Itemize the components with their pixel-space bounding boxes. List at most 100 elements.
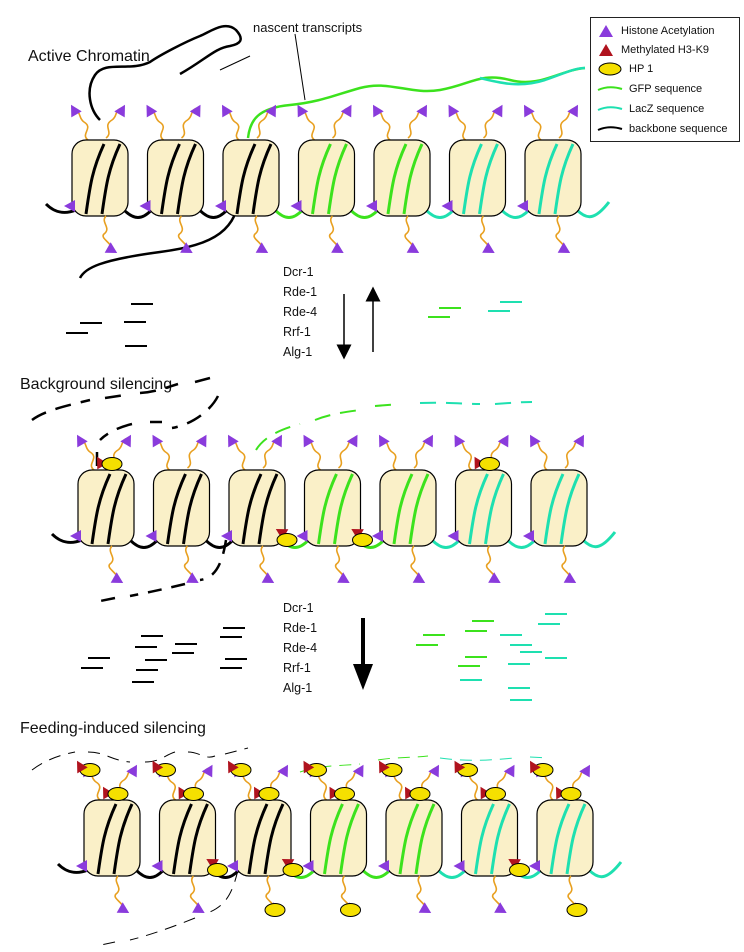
factor-item: Dcr-1 bbox=[283, 265, 314, 279]
dna-wrap bbox=[188, 803, 209, 875]
hp1-protein bbox=[276, 533, 298, 547]
acetyl-mark bbox=[189, 104, 201, 118]
acetyl-mark bbox=[110, 572, 124, 583]
histone-tail bbox=[479, 215, 491, 249]
acetyl-mark bbox=[416, 104, 427, 118]
histone-tail bbox=[259, 545, 270, 579]
acetyl-mark bbox=[303, 434, 315, 448]
legend-label: backbone sequence bbox=[629, 123, 728, 135]
sirna-dashes-2 bbox=[81, 613, 567, 701]
hp1-protein bbox=[183, 787, 204, 801]
acetyl-mark bbox=[366, 200, 377, 212]
legend-item-gfp: GFP sequence bbox=[597, 80, 702, 98]
acetyl-mark bbox=[428, 764, 439, 778]
factor-item: Alg-1 bbox=[283, 345, 313, 359]
histone-tail bbox=[555, 215, 566, 249]
histone-tail bbox=[108, 545, 119, 579]
dna-wrap bbox=[172, 803, 193, 875]
acetyl-mark bbox=[265, 104, 276, 118]
dna-linker bbox=[361, 868, 392, 879]
histone-tail bbox=[340, 875, 352, 909]
dna-wrap bbox=[112, 803, 134, 875]
section-title-background: Background silencing bbox=[20, 376, 173, 393]
acetyl-mark bbox=[503, 764, 515, 778]
acetyl-mark bbox=[448, 104, 460, 118]
acetyl-mark bbox=[290, 200, 302, 212]
acetyl-mark bbox=[139, 200, 151, 212]
dna-wrap bbox=[537, 143, 559, 215]
hp1-protein bbox=[409, 787, 431, 801]
histone-tail bbox=[265, 875, 276, 909]
acetyl-mark bbox=[529, 860, 540, 872]
methyl-mark bbox=[152, 760, 164, 774]
histone-tail bbox=[567, 875, 578, 909]
legend-item-histone-acetylation: Histone Acetylation bbox=[597, 22, 715, 40]
acetyl-mark bbox=[222, 104, 233, 118]
dna-wrap bbox=[327, 143, 348, 215]
factor-item: Rde-4 bbox=[283, 641, 318, 655]
black-line-icon bbox=[597, 126, 623, 131]
dna-linker bbox=[506, 538, 537, 549]
acetyl-mark bbox=[523, 530, 534, 542]
dna-wrap bbox=[398, 803, 420, 875]
acetyl-mark bbox=[296, 530, 308, 542]
chromatin-array bbox=[44, 104, 611, 253]
dna-wrap bbox=[247, 803, 269, 875]
dna-linker bbox=[349, 208, 380, 219]
acetyl-mark bbox=[297, 104, 309, 118]
acetyl-mark bbox=[151, 860, 163, 872]
dna-wrap bbox=[84, 143, 106, 215]
acetyl-mark bbox=[378, 860, 389, 872]
acetyl-mark bbox=[152, 434, 164, 448]
factor-item: Rde-1 bbox=[283, 621, 318, 635]
nascent-transcript-black-dashed-lower bbox=[95, 539, 228, 604]
acetyl-mark bbox=[302, 860, 314, 872]
acetyl-mark bbox=[77, 434, 88, 448]
histone-tail bbox=[102, 215, 113, 249]
legend-item-lacz: LacZ sequence bbox=[597, 100, 704, 118]
nascent-transcript-black-dashed bbox=[31, 376, 220, 466]
nascent-transcript-black-lower bbox=[78, 189, 242, 279]
nascent-transcript-black bbox=[88, 24, 242, 121]
nascent-transcript-gfp-dashed bbox=[255, 403, 401, 451]
dna-linker bbox=[587, 861, 623, 879]
dna-wrap bbox=[462, 143, 483, 215]
acetyl-mark bbox=[567, 104, 578, 118]
acetyl-mark bbox=[145, 530, 157, 542]
dna-wrap bbox=[182, 473, 203, 545]
acetyl-mark bbox=[221, 530, 232, 542]
hp1-protein bbox=[107, 787, 129, 801]
legend-item-methylated-h3k9: Methylated H3-K9 bbox=[597, 41, 709, 59]
dna-linker bbox=[128, 538, 159, 549]
pointer-line bbox=[294, 33, 306, 101]
acetyl-mark bbox=[227, 860, 238, 872]
legend-label: HP 1 bbox=[629, 63, 654, 75]
section-title-active: Active Chromatin bbox=[28, 48, 150, 65]
acetyl-mark bbox=[524, 104, 535, 118]
dna-linker bbox=[204, 538, 235, 549]
hp1-protein bbox=[258, 787, 280, 801]
acetyl-mark bbox=[71, 104, 82, 118]
dna-linker bbox=[273, 208, 304, 219]
dna-wrap bbox=[160, 143, 181, 215]
acetyl-mark bbox=[482, 242, 495, 253]
dna-wrap bbox=[166, 473, 187, 545]
acetyl-mark bbox=[517, 200, 528, 212]
factor-item: Dcr-1 bbox=[283, 601, 314, 615]
histone-tail bbox=[189, 875, 201, 909]
dna-wrap bbox=[176, 143, 197, 215]
acetyl-mark bbox=[557, 242, 571, 253]
hp1-protein bbox=[352, 533, 373, 547]
nascent-transcript-lacz bbox=[479, 66, 586, 86]
acetyl-mark bbox=[579, 764, 590, 778]
acetyl-mark bbox=[441, 200, 453, 212]
histone-tail bbox=[177, 215, 189, 249]
hp1-protein bbox=[485, 787, 506, 801]
acetyl-mark bbox=[352, 764, 364, 778]
dna-linker bbox=[134, 868, 165, 879]
acetyl-mark bbox=[186, 572, 199, 583]
acetyl-mark bbox=[271, 434, 282, 448]
histone-tail bbox=[561, 545, 572, 579]
histone-tail bbox=[328, 215, 340, 249]
acetyl-mark bbox=[261, 572, 275, 583]
